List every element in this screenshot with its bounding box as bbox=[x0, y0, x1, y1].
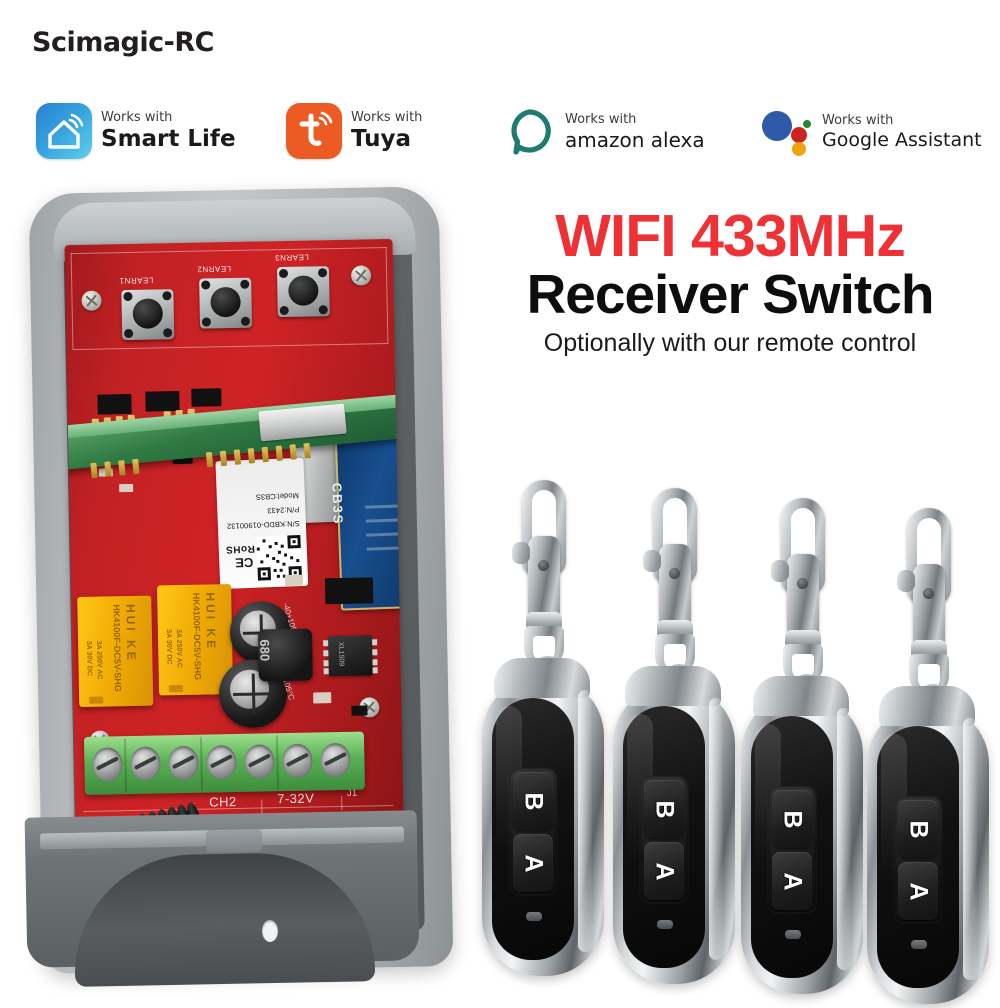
remote-body: B A bbox=[613, 666, 735, 984]
ic-marking: XL1509 bbox=[337, 641, 345, 667]
remote-body: B A bbox=[741, 676, 863, 994]
relay-brand: HUI KE bbox=[203, 592, 219, 652]
badge-platform-name: amazon alexa bbox=[565, 127, 705, 152]
mounting-hole bbox=[261, 919, 279, 943]
relay-rating-dc: 3A 30V DC bbox=[85, 640, 93, 677]
remote-button-b[interactable]: B bbox=[644, 780, 684, 838]
remote-button-b[interactable]: B bbox=[898, 800, 938, 858]
remote-control-2[interactable]: B A bbox=[613, 488, 735, 988]
learn-button-1-silk: LEARN1 bbox=[119, 275, 154, 286]
headline-secondary: Receiver Switch bbox=[526, 263, 935, 326]
ga-red-dot bbox=[791, 127, 807, 143]
learn-button-2[interactable] bbox=[199, 277, 253, 329]
relay-1: HUI KE HK4100F-DC5V-SHG 3A 250V AC 3A 30… bbox=[77, 595, 154, 708]
wifi-module-silk: CB3S bbox=[329, 482, 346, 526]
remote-led bbox=[657, 920, 673, 929]
sticker-serial: S/N:KBDD-01900132 bbox=[226, 519, 301, 531]
badge-tuya: Works with Tuya bbox=[286, 103, 422, 159]
remote-control-1[interactable]: B A bbox=[482, 480, 604, 980]
badge-works-with-label: Works with bbox=[822, 113, 894, 128]
badge-works-with-label: Works with bbox=[565, 111, 637, 127]
relay-brand: HUI KE bbox=[123, 603, 139, 663]
shield-can bbox=[258, 403, 347, 442]
sticker-part-number: P/N:2433 bbox=[267, 505, 300, 516]
badge-platform-name: Smart Life bbox=[101, 126, 236, 152]
tuya-icon bbox=[286, 103, 342, 159]
ce-mark: CE bbox=[234, 554, 254, 571]
smart-life-icon bbox=[36, 103, 92, 159]
relay-rating-ac: 3A 250V AC bbox=[174, 629, 183, 668]
compatibility-badges: Works with Smart Life Works with Tuya bbox=[0, 95, 1000, 175]
learn-button-2-silk: LEARN2 bbox=[196, 264, 232, 274]
brand-logo-text: Scimagic-RC bbox=[32, 27, 214, 58]
ga-green-dot bbox=[803, 120, 811, 128]
silk-ch2: CH2 bbox=[209, 793, 237, 810]
relay-part-number: HK4100F-DC5V-SHG bbox=[191, 592, 203, 681]
badge-works-with-label: Works with bbox=[101, 110, 173, 125]
receiver-switch-device: LEARN1 LEARN2 LEARN3 bbox=[18, 182, 468, 987]
sticker-model: Model:CB3S bbox=[255, 491, 299, 502]
google-assistant-icon bbox=[762, 109, 814, 156]
remote-button-b[interactable]: B bbox=[772, 790, 812, 848]
learn-button-3[interactable] bbox=[276, 266, 330, 318]
remote-led bbox=[526, 912, 542, 921]
remote-body: B A bbox=[482, 658, 604, 976]
relay-rating-dc: 3A 30V DC bbox=[164, 629, 173, 665]
screw-terminal-block bbox=[83, 731, 365, 795]
silk-voltage: 7-32V bbox=[276, 790, 315, 807]
keychain-clip bbox=[767, 498, 837, 714]
badge-google-assistant: Works with Google Assistant bbox=[762, 109, 982, 156]
regulator-ic: XL1509 bbox=[323, 635, 378, 677]
remote-control-3[interactable]: B A bbox=[741, 498, 863, 998]
remote-button-a[interactable]: A bbox=[513, 834, 553, 892]
receiver-pcb: LEARN1 LEARN2 LEARN3 bbox=[64, 238, 404, 826]
qr-code bbox=[256, 534, 303, 581]
amazon-alexa-icon bbox=[505, 107, 553, 155]
badge-amazon-alexa: Works with amazon alexa bbox=[505, 107, 705, 155]
learn-button-3-silk: LEARN3 bbox=[274, 252, 309, 263]
keychain-clip bbox=[639, 488, 709, 704]
remote-button-a[interactable]: A bbox=[644, 842, 684, 900]
module-label-sticker: CE RoHS S/N:KBDD-01900132 P/N:2433 Model… bbox=[215, 457, 309, 590]
inductor-code: 680 bbox=[257, 639, 273, 662]
pcb-screw-top-right bbox=[350, 265, 372, 286]
badge-platform-name: Google Assistant bbox=[822, 129, 982, 151]
headline-primary: WIFI 433MHz bbox=[555, 203, 906, 269]
relay-part-number: HK4100F-DC5V-SHG bbox=[111, 604, 124, 692]
headline-tagline: Optionally with our remote control bbox=[543, 328, 917, 357]
relay-rating-ac: 3A 250V AC bbox=[95, 640, 103, 680]
pcb-screw-top-left bbox=[81, 290, 102, 311]
badge-platform-name: Tuya bbox=[351, 126, 412, 152]
power-inductor: 680 bbox=[257, 628, 313, 682]
enclosure-tab bbox=[205, 829, 263, 853]
learn-button-1[interactable] bbox=[121, 289, 175, 341]
remote-controls-group: B A B bbox=[470, 470, 1000, 1004]
ga-blue-dot bbox=[762, 111, 792, 141]
remote-control-4[interactable]: B A bbox=[867, 508, 989, 1008]
remote-body: B A bbox=[867, 686, 989, 1004]
remote-button-a[interactable]: A bbox=[772, 852, 812, 910]
headline-block: WIFI 433MHz Receiver Switch Optionally w… bbox=[470, 206, 990, 358]
remote-button-b[interactable]: B bbox=[513, 772, 553, 830]
badge-smart-life: Works with Smart Life bbox=[36, 103, 236, 159]
badge-works-with-label: Works with bbox=[351, 110, 423, 125]
remote-led bbox=[785, 930, 801, 939]
ga-yellow-dot bbox=[792, 142, 806, 156]
rohs-mark: RoHS bbox=[225, 542, 255, 555]
remote-led bbox=[911, 940, 927, 949]
remote-button-a[interactable]: A bbox=[898, 862, 938, 920]
